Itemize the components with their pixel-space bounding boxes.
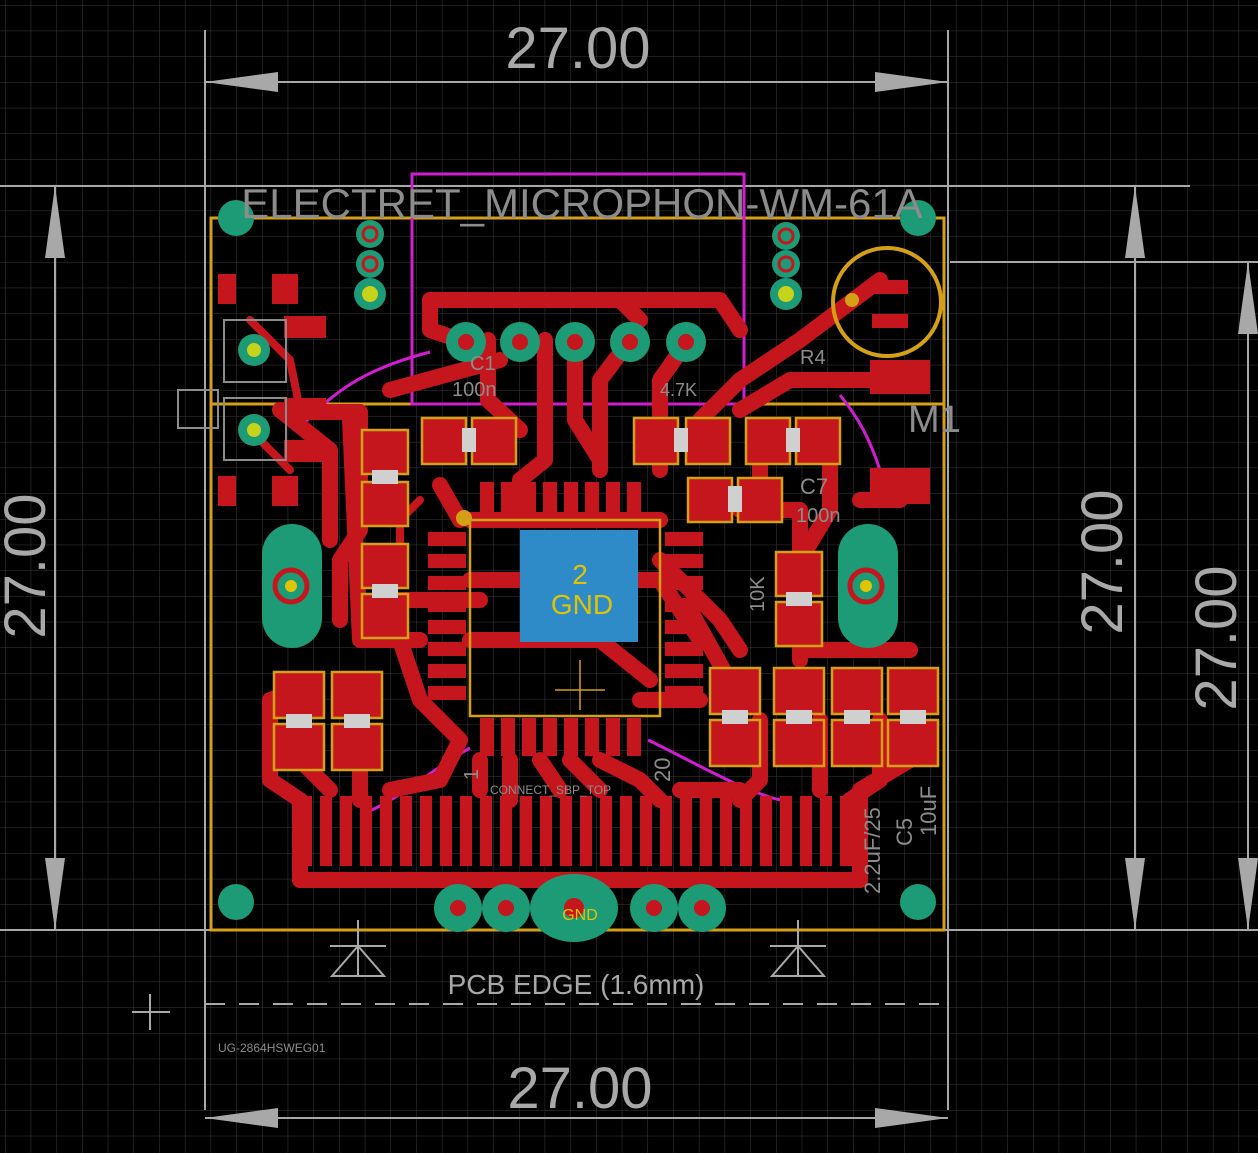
header-bottom-pins [434, 874, 726, 942]
chip-pads-top [480, 482, 641, 520]
dimension-lines [0, 30, 1258, 1119]
chip-origin-cross [555, 660, 605, 710]
r3-value-label: 10K [747, 576, 769, 612]
connector-label: CONNECT_SBP_TOP [490, 783, 611, 797]
dimension-right-outer-label[interactable]: 27.00 [1184, 565, 1249, 710]
component-outline-left [177, 389, 219, 429]
vias [238, 220, 802, 526]
dimension-right-inner-label[interactable]: 27.00 [1070, 489, 1135, 634]
chip-pin-1-label: 1 [461, 769, 483, 780]
mic-part-label[interactable]: ELECTRET_MICROPHON-WM-61A [241, 180, 922, 227]
chip-pad-number: 2 [572, 559, 588, 590]
chip-pads-right [665, 532, 703, 700]
pcb-edge-label[interactable]: PCB EDGE (1.6mm) [448, 969, 705, 1000]
c5-value-label: 10uF [916, 786, 941, 836]
footprint-id-label[interactable]: UG-2864HSWEG01 [218, 1041, 326, 1055]
gnd-pad-label: GND [562, 907, 598, 924]
smd-passives [272, 416, 940, 772]
mounting-holes [218, 200, 936, 920]
r4-value-label: 4.7K [660, 380, 697, 400]
left-smd-parts [218, 274, 326, 506]
c6-value-label: 2.2uF/25 [860, 807, 885, 894]
dimension-left-label[interactable]: 27.00 [0, 493, 58, 638]
dimension-arrows [45, 72, 1258, 1128]
c5-ref-label: C5 [892, 818, 917, 846]
c7-value-label: 100n [796, 505, 841, 527]
dimension-top-label[interactable]: 27.00 [505, 16, 650, 81]
chip-pads-left [428, 532, 466, 700]
c1-value-label: 100n [452, 379, 497, 401]
chip-exposed-pad[interactable] [520, 530, 638, 642]
chip-pads-bottom [480, 718, 641, 756]
r4-ref-label: R4 [800, 347, 826, 369]
fpc-connector-pins [300, 796, 852, 866]
microphone-pads [831, 246, 943, 504]
dimension-bottom-label[interactable]: 27.00 [507, 1056, 652, 1121]
header-top-pins [446, 322, 706, 362]
m1-ref-label: M1 [908, 399, 961, 441]
c1-ref-label: C1 [470, 353, 496, 375]
c7-ref-label: C7 [800, 474, 828, 499]
chip-outline[interactable] [468, 518, 662, 718]
chip-pin-20-label: 20 [650, 758, 675, 782]
origin-markers [132, 920, 827, 1030]
oval-slot-pads [262, 524, 898, 648]
chip-pad-net: GND [551, 589, 613, 620]
